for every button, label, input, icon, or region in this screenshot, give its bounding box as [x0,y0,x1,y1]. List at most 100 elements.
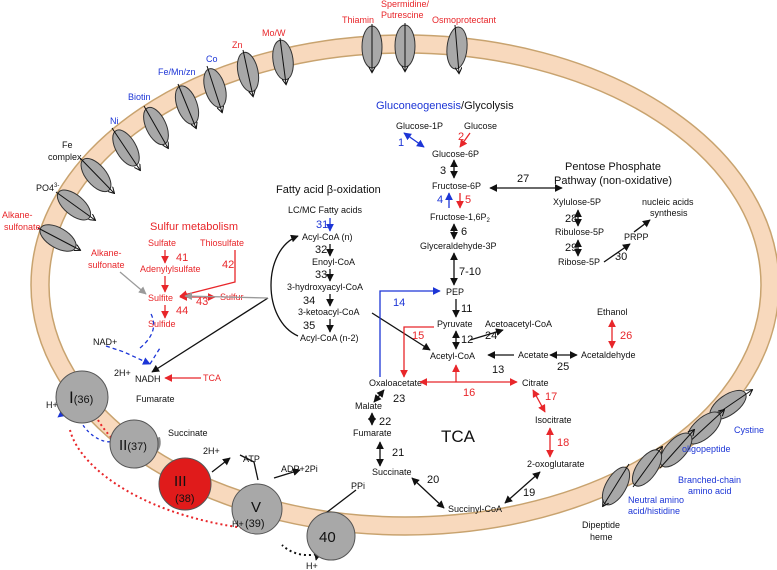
step-29: 29 [565,242,577,254]
acetoacetyl-coa: Acetoacetyl-CoA [485,319,552,329]
step-14: 14 [393,297,405,309]
label-femnzn: Fe/Mn/zn [158,67,196,77]
fructose-16p2: Fructose-1,6P2 [430,212,491,224]
glucose: Glucose [464,121,497,131]
label-ni: Ni [110,116,119,126]
adp-2pi: ADP+2Pi [281,464,318,474]
transporter-bcaa [659,428,698,469]
sulfite: Sulfite [148,293,173,303]
label-mow: Mo/W [262,28,286,38]
tca-section: Acetoacetyl-CoA Acetyl-CoA Acetate Aceta… [353,307,636,514]
label-dipeptide-1: Dipeptide [582,520,620,530]
step-18: 18 [557,437,569,449]
step-24: 24 [485,330,497,342]
step-35: 35 [303,320,315,332]
step-17: 17 [545,391,557,403]
label-sperm1: Spermidine/ [381,0,430,9]
pep: PEP [446,287,464,297]
ppp-title-1: Pentose Phosphate [565,161,661,173]
transporter-spermidine [394,23,416,71]
complex-V-num: (39) [245,518,265,530]
h-plus-1: H+ [46,400,58,410]
glucose-6p: Glucose-6P [432,149,479,159]
sulfate: Sulfate [148,238,176,248]
label-neutral-2: acid/histidine [628,506,680,516]
step-11: 11 [461,303,472,315]
tca-arrows [368,287,616,509]
sulfur-arrows [119,250,269,319]
transporter-mow [272,37,294,84]
h-plus-3: H+ [306,561,318,570]
step-13: 13 [492,364,504,376]
label-fe-complex-1: Fe [62,140,73,150]
acetaldehyde: Acetaldehyde [581,350,636,360]
respiratory-complexes [55,370,356,561]
step-1: 1 [398,137,404,149]
glucose-1p: Glucose-1P [396,121,443,131]
transporter-neutral [631,445,667,488]
glycolysis-title: Gluconeogenesis/Glycolysis [376,100,514,112]
prpp: PRPP [624,232,649,242]
ethanol: Ethanol [597,307,628,317]
transporter-femnzn [174,83,200,128]
succinate-resp: Succinate [168,428,208,438]
oxaloacetate: Oxaloacetate [369,378,422,388]
transporter-zn [236,49,260,96]
step-28: 28 [565,213,577,225]
respiratory-labels: NAD+ NADH 2H+ TCA H+ Fumarate Succinate … [46,337,365,570]
step-5: 5 [465,194,471,206]
complex-40 [306,511,356,561]
step-33: 33 [315,269,327,281]
thiosulfate: Thiosulfate [200,238,244,248]
ppp-section: Pentose Phosphate Pathway (non-oxidative… [553,161,694,267]
nad-plus: NAD+ [93,337,117,347]
glycolysis-section: Gluconeogenesis/Glycolysis Glucose-1P Gl… [376,100,514,329]
fumarate-resp: Fumarate [136,394,175,404]
complex-V-label: V [251,499,261,516]
transporter-ni [111,127,144,171]
ribulose-5p: Ribulose-5P [555,227,604,237]
acetyl-coa: Acetyl-CoA [430,351,475,361]
alkane-in-1: Alkane- [91,248,122,258]
ppi: PPi [351,481,365,491]
step-2: 2 [458,131,464,143]
two-h-plus-1: 2H+ [114,368,131,378]
complex-II [109,419,159,469]
enoyl-coa: Enoyl-CoA [312,257,355,267]
label-oligopeptide: oligopeptide [682,444,731,454]
label-bcaa-1: Branched-chain [678,475,741,485]
transporter-osmoprotectant [446,24,468,73]
isocitrate: Isocitrate [535,415,572,425]
label-osmo: Osmoprotectant [432,15,497,25]
transporter-fe-complex [79,157,116,196]
fumarate-tca: Fumarate [353,428,392,438]
step-26: 26 [620,330,632,342]
step-30: 30 [615,251,627,263]
complex-III-label: III [174,473,187,490]
step-19: 19 [523,487,535,499]
step-15: 15 [412,330,424,342]
sulfur-section: Sulfur metabolism Sulfate Thiosulfate Ad… [88,221,244,329]
step-27: 27 [517,173,529,185]
succinate-tca: Succinate [372,467,412,477]
step-23: 23 [393,393,405,405]
step-21: 21 [392,447,404,459]
step-34: 34 [303,295,315,307]
ppp-arrows [574,209,651,263]
acylcoa-n2: Acyl-CoA (n-2) [300,333,359,343]
label-sperm2: Putrescine [381,10,424,20]
transporter-biotin [143,105,169,149]
step-41: 41 [176,252,188,264]
step-31: 31 [316,219,328,231]
sulfide: Sulfide [148,319,176,329]
acetate: Acetate [518,350,549,360]
complex-I [55,370,109,424]
outside-labels: Ni Biotin Fe/Mn/zn Co Zn Mo/W Thiamin Sp… [2,0,764,542]
complex-III [158,457,212,511]
atp: ATP [243,454,260,464]
step-16: 16 [463,387,475,399]
complex-V [231,483,283,535]
fatty-acid-section: Fatty acid β-oxidation LC/MC Fatty acids… [276,184,381,343]
